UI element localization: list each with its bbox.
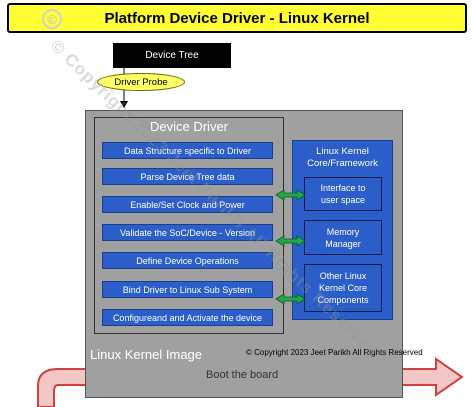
other-line3: Components bbox=[317, 295, 369, 305]
arrow-other bbox=[275, 293, 306, 305]
memory-manager-box: Memory Manager bbox=[304, 220, 382, 255]
copyright-text: © Copyright 2023 Jeet Parikh All Rights … bbox=[246, 348, 423, 357]
step-configure-activate: Configureand and Activate the device bbox=[102, 309, 273, 326]
step-enable-clock-power: Enable/Set Clock and Power bbox=[102, 196, 273, 213]
step-define-operations: Define Device Operations bbox=[102, 252, 273, 269]
step-data-structure: Data Structure specific to Driver bbox=[102, 142, 273, 159]
driver-probe-ellipse: Driver Probe bbox=[97, 73, 185, 91]
device-driver-title: Device Driver bbox=[149, 119, 228, 134]
interface-line1: Interface to bbox=[320, 183, 366, 193]
step-validate-soc: Validate the SoC/Device - Version bbox=[102, 224, 273, 241]
interface-user-space-box: Interface to user space bbox=[304, 177, 382, 211]
memory-line2: Manager bbox=[325, 238, 361, 249]
memory-line1: Memory bbox=[326, 226, 360, 237]
diagram-title: Platform Device Driver - Linux Kernel bbox=[7, 3, 467, 33]
kernel-image-label: Linux Kernel Image bbox=[90, 347, 203, 362]
other-line1: Other Linux bbox=[319, 271, 367, 281]
other-kernel-components-box: Other Linux Kernel Core Components bbox=[304, 264, 382, 312]
copyright-symbol: © bbox=[42, 9, 62, 29]
kernel-framework-title: Linux Kernel Core/Framework bbox=[292, 146, 393, 170]
other-line2: Kernel Core bbox=[318, 283, 368, 293]
kernel-framework-title-line2: Core/Framework bbox=[307, 158, 378, 169]
boot-label: Boot the board bbox=[206, 369, 279, 381]
step-bind-driver: Bind Driver to Linux Sub System bbox=[102, 281, 273, 298]
interface-line2: user space bbox=[320, 195, 366, 205]
arrow-memory bbox=[275, 235, 306, 247]
step-parse-device-tree: Parse Device Tree data bbox=[102, 168, 273, 185]
device-tree-box: Device Tree bbox=[113, 43, 231, 68]
kernel-framework-title-line1: Linux Kernel bbox=[316, 146, 369, 157]
arrow-interface bbox=[275, 189, 306, 201]
